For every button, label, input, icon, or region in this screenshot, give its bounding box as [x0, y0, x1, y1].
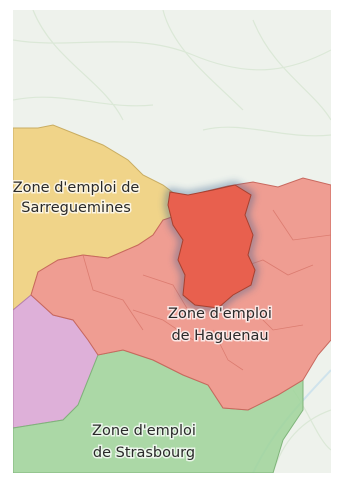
highlight-area[interactable] — [167, 184, 256, 309]
label-strasbourg-line2: de Strasbourg — [93, 445, 195, 461]
label-strasbourg-line1: Zone d'emploi — [92, 423, 196, 439]
label-haguenau-line2: de Haguenau — [171, 328, 268, 344]
map-canvas[interactable]: Zone d'emploi de Sarreguemines Zone d'em… — [13, 10, 331, 473]
label-haguenau-line1: Zone d'emploi — [168, 306, 272, 322]
map-view[interactable]: Zone d'emploi de Sarreguemines Zone d'em… — [13, 10, 331, 473]
label-sarreguemines-line1: Zone d'emploi de — [13, 180, 139, 196]
commune-borders — [82, 209, 331, 371]
label-sarreguemines-line2: Sarreguemines — [21, 200, 131, 216]
